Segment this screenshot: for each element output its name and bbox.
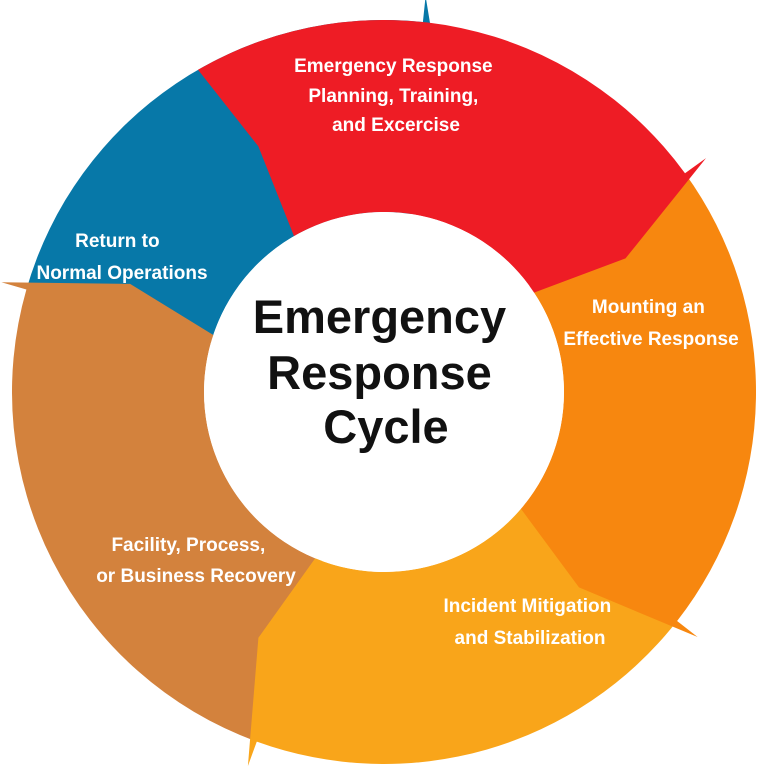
segment-arrow-planning [198, 19, 706, 303]
center-hub [204, 212, 564, 572]
segment-label-mitigation: Incident Mitigation and Stabilization [443, 596, 616, 649]
center-title: Emergency Response Cycle [253, 290, 519, 453]
segment-arrow-mounting [503, 173, 757, 638]
segment-label-mounting: Mounting an Effective Response [563, 297, 738, 350]
center-title-line-2: Response [267, 346, 492, 399]
center-title-line-3: Cycle [323, 400, 448, 453]
segment-arrow-recovery [1, 282, 323, 742]
segment-label-return: Return to Normal Operations [36, 231, 207, 284]
center-title-line-1: Emergency [253, 290, 506, 343]
segment-label-recovery: Facility, Process, or Business Recovery [96, 535, 296, 587]
segment-label-planning: Emergency Response Planning, Training, a… [294, 56, 498, 136]
